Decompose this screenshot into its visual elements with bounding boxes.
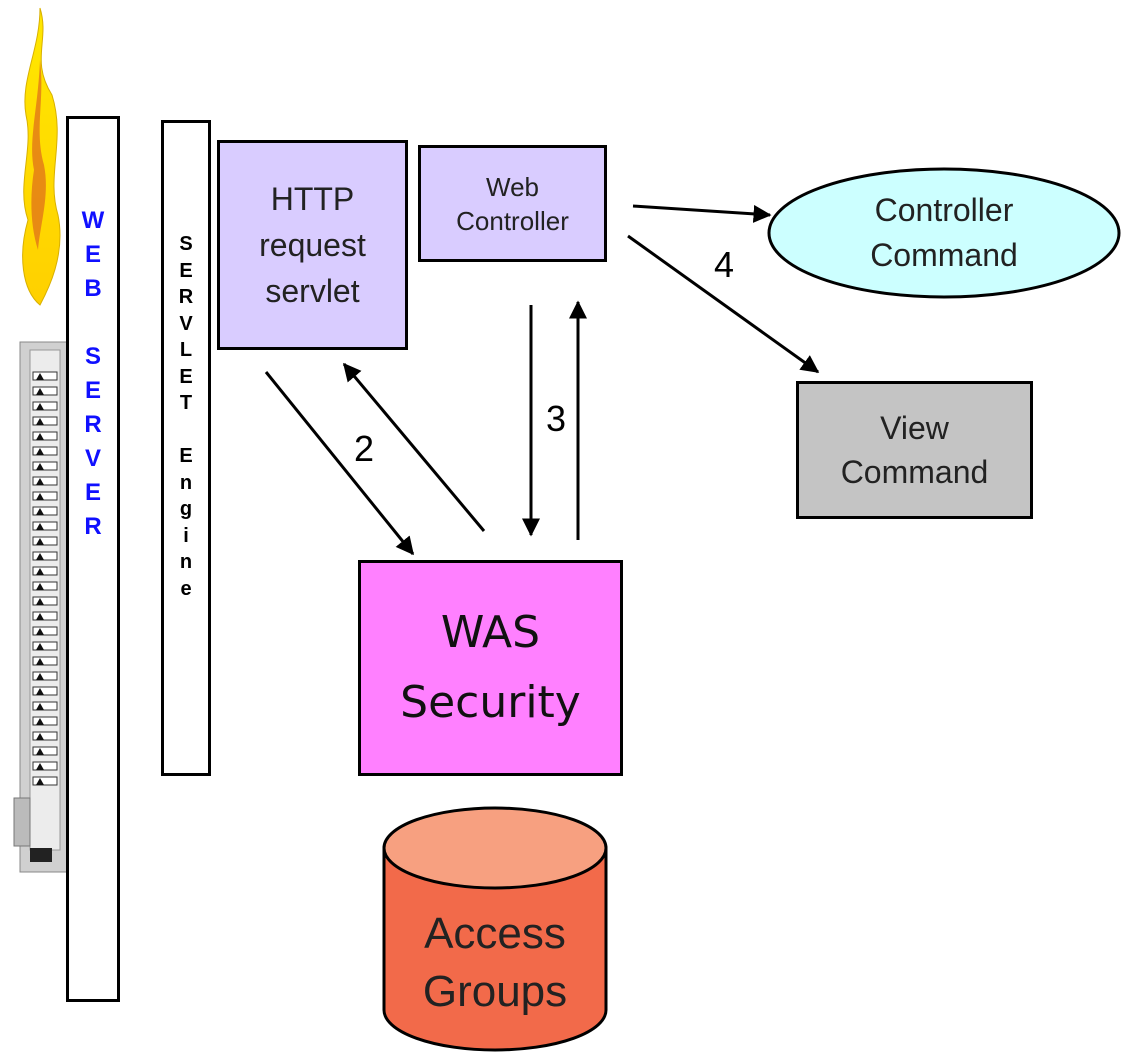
step-4-label: 4 — [714, 244, 735, 285]
web-controller-box: Web Controller — [418, 145, 607, 262]
servlet-engine-letter: e — [180, 577, 192, 600]
web-server-letter — [90, 306, 97, 340]
web-server-letter: E — [84, 241, 101, 268]
web-server-letter: W — [81, 207, 105, 234]
http-request-servlet-box: HTTP request servlet — [217, 140, 408, 350]
view-command-label: View Command — [840, 410, 989, 490]
servlet-engine-letter — [183, 417, 189, 444]
access-groups-cylinder — [382, 806, 608, 1052]
arrow-controller-to-controller-command — [632, 204, 772, 223]
servlet-engine-letter: n — [179, 471, 193, 494]
flame-icon — [22, 7, 61, 306]
view-command-box: View Command — [796, 381, 1033, 519]
servlet-engine-letter: E — [179, 259, 193, 282]
http-request-servlet-label: HTTP request servlet — [259, 181, 366, 309]
servlet-engine-letter: T — [179, 392, 193, 414]
servlet-engine-letter: S — [179, 233, 193, 255]
servlet-engine-letter: i — [183, 524, 189, 547]
servlet-engine-letter: E — [179, 365, 193, 388]
controller-command-label: Controller Command — [870, 192, 1018, 273]
servlet-engine-letter: L — [179, 339, 193, 361]
controller-command-oval — [767, 167, 1121, 299]
web-server-letter: S — [84, 343, 101, 370]
web-server-letter: R — [84, 513, 102, 540]
servlet-engine-letter: g — [179, 498, 193, 520]
servlet-engine-letter: E — [179, 445, 193, 467]
web-server-letter: R — [84, 411, 102, 438]
web-server-letter: E — [84, 377, 101, 404]
arrow-controller-to-view-command — [627, 234, 820, 374]
arrow-servlet-to-security — [264, 371, 415, 556]
web-server-letter: B — [84, 275, 102, 302]
was-security-label: WAS Security — [400, 607, 581, 728]
servlet-engine-letter: V — [179, 312, 193, 335]
web-server-letter: V — [84, 445, 101, 472]
web-controller-label: Web Controller — [456, 171, 569, 236]
servlet-engine-letter: R — [178, 286, 194, 308]
was-security-box: WAS Security — [358, 560, 623, 776]
server-rack-icon — [13, 341, 69, 873]
access-groups-label: Access Groups — [422, 909, 568, 1016]
servlet-engine-letter: n — [179, 551, 193, 573]
arrow-security-to-servlet — [342, 362, 486, 532]
step-2-label: 2 — [354, 428, 375, 469]
web-server-letter: E — [84, 479, 101, 506]
step-3-label: 3 — [546, 398, 567, 439]
